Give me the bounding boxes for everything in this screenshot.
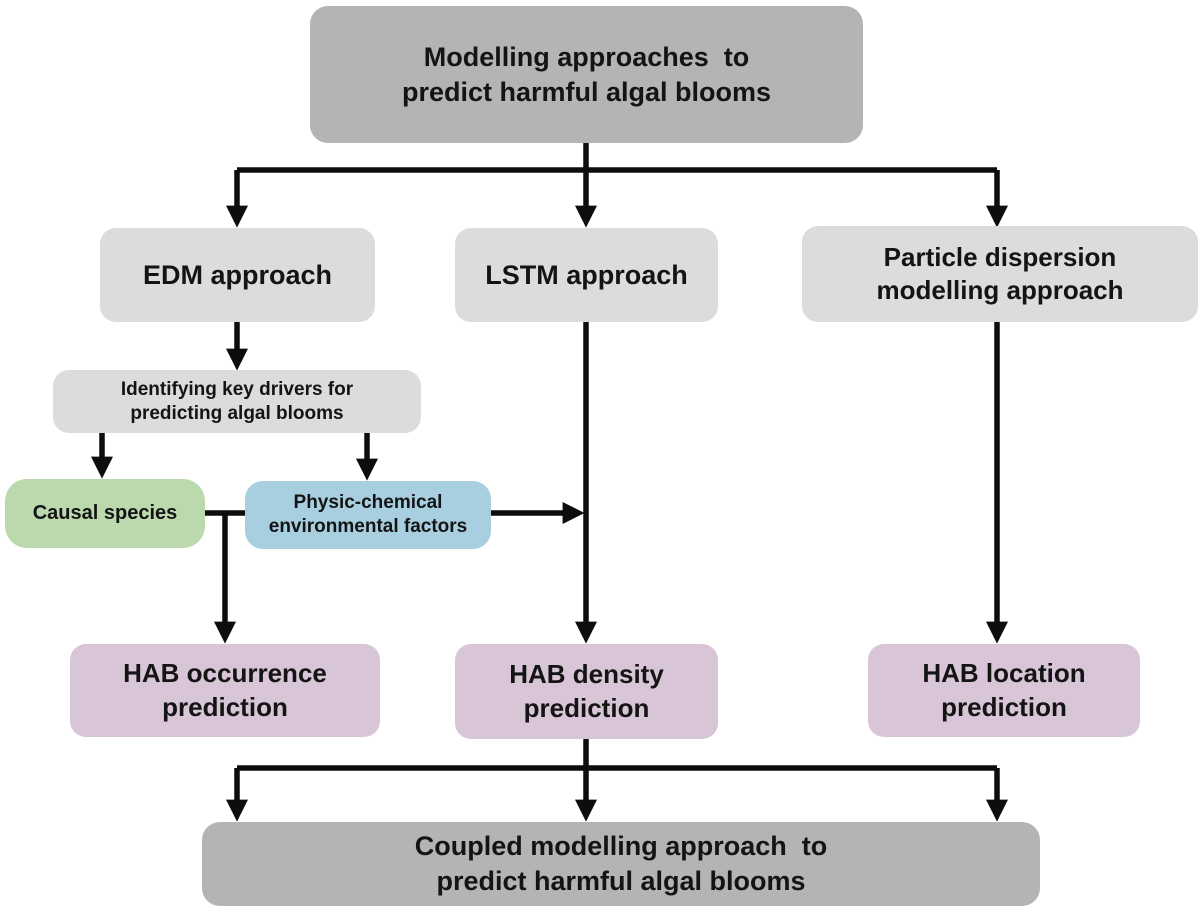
node-hab-location-prediction: HAB location prediction bbox=[868, 644, 1140, 737]
node-physic-chemical-factors: Physic-chemical environmental factors bbox=[245, 481, 491, 549]
node-modelling-approaches: Modelling approaches to predict harmful … bbox=[310, 6, 863, 143]
node-particle-dispersion-approach: Particle dispersion modelling approach bbox=[802, 226, 1198, 322]
node-identifying-key-drivers: Identifying key drivers for predicting a… bbox=[53, 370, 421, 433]
node-hab-occurrence-prediction: HAB occurrence prediction bbox=[70, 644, 380, 737]
node-edm-approach: EDM approach bbox=[100, 228, 375, 322]
node-coupled-modelling-approach: Coupled modelling approach to predict ha… bbox=[202, 822, 1040, 906]
node-hab-density-prediction: HAB density prediction bbox=[455, 644, 718, 739]
node-causal-species: Causal species bbox=[5, 479, 205, 548]
node-lstm-approach: LSTM approach bbox=[455, 228, 718, 322]
